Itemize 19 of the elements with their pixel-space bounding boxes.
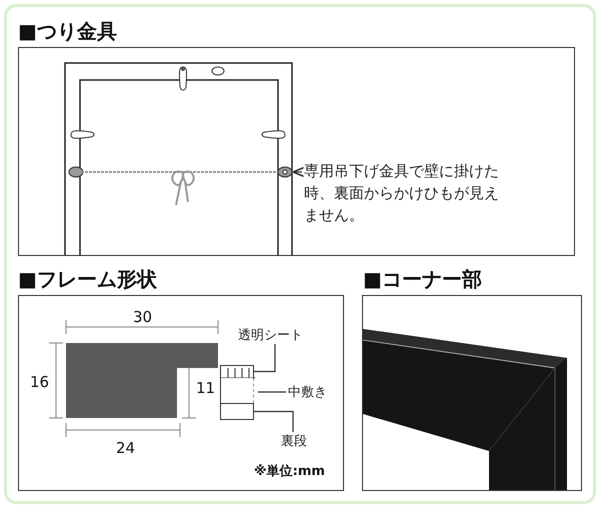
part-label: 透明シート [238, 326, 314, 346]
dimension-label: 24 [116, 438, 136, 459]
unit-note: ※単位:mm [254, 463, 325, 481]
dimension-label: 30 [133, 307, 152, 328]
section-heading: ■フレーム形状 [18, 266, 157, 293]
mat-layer [220, 378, 254, 403]
section-heading: ■つり金具 [18, 18, 117, 45]
leader-line [258, 391, 286, 393]
part-label: 中敷き [288, 383, 338, 402]
part-label: 裏段 [281, 432, 315, 452]
section-heading: ■コーナー部 [363, 266, 482, 293]
arrow [292, 166, 305, 178]
dimension-label: 16 [30, 372, 50, 393]
clear-sheet [220, 365, 254, 378]
backing-board [220, 403, 254, 420]
leader-line [254, 344, 276, 372]
callout-text: 専用吊下げ金具で壁に掛けた時、裏面からかけひもが見えません。 [304, 160, 504, 226]
dimension-label: 11 [196, 378, 216, 399]
leader-line [254, 410, 294, 432]
